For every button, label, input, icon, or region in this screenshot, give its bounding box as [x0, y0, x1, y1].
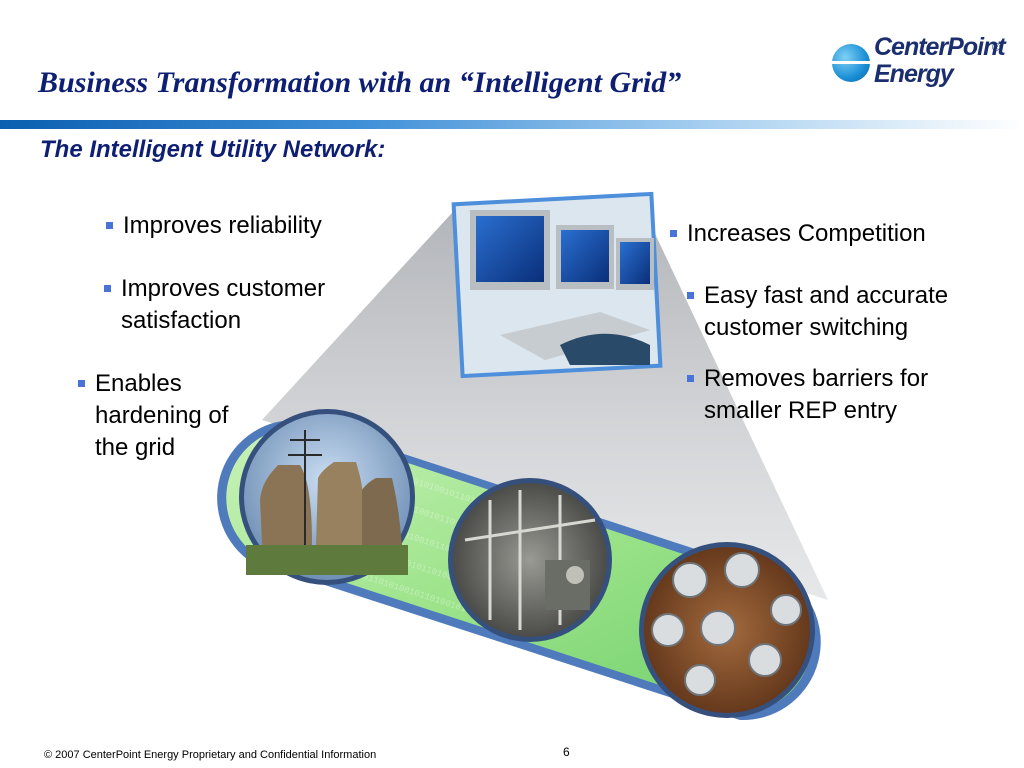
bullet-marker-icon	[670, 230, 677, 237]
funnel-shape	[262, 202, 828, 600]
control-room-photo	[451, 191, 663, 379]
page-number: 6	[563, 745, 570, 759]
bullet-marker-icon	[78, 380, 85, 387]
substation-photo	[448, 478, 612, 642]
electric-meters-photo	[639, 542, 815, 718]
title-divider	[0, 120, 1024, 129]
bullet-marker-icon	[106, 222, 113, 229]
bullet-increases-competition: Increases Competition	[670, 218, 926, 250]
bullet-improves-reliability: Improves reliability	[106, 210, 322, 242]
logo-text: CenterPoint Energy	[874, 33, 1006, 88]
bullet-marker-icon	[687, 292, 694, 299]
bullet-marker-icon	[687, 375, 694, 382]
registered-mark: ®	[992, 42, 1001, 54]
slide-title: Business Transformation with an “Intelli…	[38, 66, 682, 99]
centerpoint-logo: CenterPoint Energy ®	[830, 33, 1008, 96]
bullet-customer-satisfaction: Improves customer satisfaction	[104, 273, 325, 337]
bullet-marker-icon	[104, 285, 111, 292]
bullet-customer-switching: Easy fast and accurate customer switchin…	[687, 280, 948, 344]
bullet-hardening-grid: Enables hardening of the grid	[78, 368, 228, 464]
bullet-rep-entry: Removes barriers for smaller REP entry	[687, 363, 928, 427]
slide-subtitle: The Intelligent Utility Network:	[40, 136, 386, 163]
cooling-towers-photo	[239, 409, 415, 585]
footer-copyright: © 2007 CenterPoint Energy Proprietary an…	[44, 749, 377, 761]
logo-mark-icon	[830, 44, 872, 82]
